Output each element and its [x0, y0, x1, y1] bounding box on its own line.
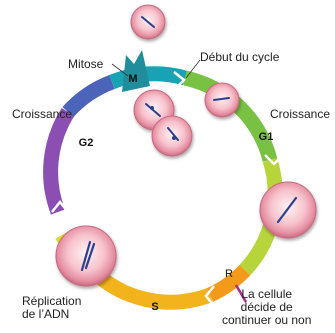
- cell-g1-small: [205, 83, 239, 117]
- phase-m-label: M: [128, 73, 137, 85]
- phase-r-label: R: [225, 268, 233, 280]
- cell-top: [131, 5, 165, 39]
- phase-g2-label: G2: [79, 137, 94, 149]
- ring-g2-blue: [68, 82, 112, 112]
- label-replication-line2: de l’ADN: [22, 308, 81, 321]
- mitosis-arrow: [122, 50, 150, 92]
- cell-g1-large: [260, 182, 316, 238]
- label-debut-du-cycle: Début du cycle: [200, 51, 279, 64]
- cell-dividing: [134, 90, 192, 156]
- phase-s-label: S: [151, 301, 158, 313]
- cell-replication: [56, 226, 116, 286]
- label-decision: La cellule décide de continuer ou non: [222, 288, 311, 327]
- phase-g1-label: G1: [259, 131, 274, 143]
- label-replication: Réplication de l’ADN: [22, 295, 81, 321]
- ring-g2-phase: [51, 112, 68, 212]
- label-mitose: Mitose: [68, 58, 103, 71]
- label-croissance-left: Croissance: [12, 108, 72, 121]
- label-croissance-right: Croissance: [270, 108, 330, 121]
- label-decision-line3: continuer ou non: [222, 314, 311, 327]
